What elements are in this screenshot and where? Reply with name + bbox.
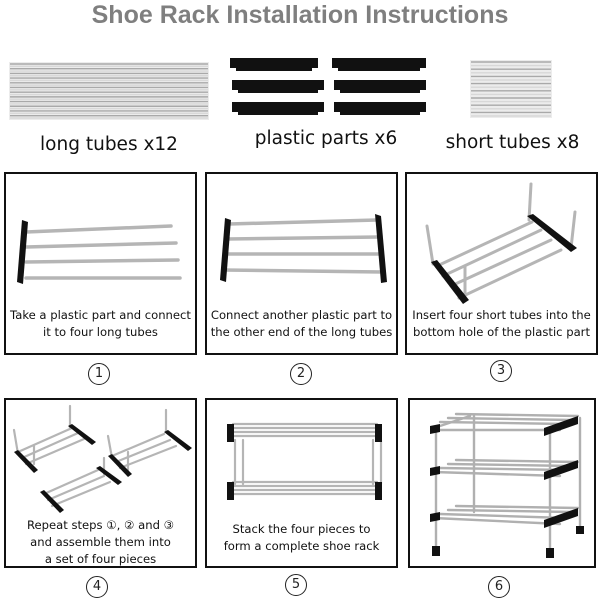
step-6-panel [408, 398, 596, 568]
step-2-panel: Connect another plastic part to the othe… [205, 172, 398, 355]
step-2-number: 2 [290, 363, 312, 385]
step-4-panel: Repeat steps ①, ② and ③ and assemble the… [4, 398, 197, 568]
step-5-caption-line-1: Stack the four pieces to [232, 522, 371, 536]
step-5-number: 5 [285, 574, 307, 596]
step-5-panel: Stack the four pieces to form a complete… [205, 398, 398, 568]
step-4-number: 4 [86, 576, 108, 598]
short-tubes-label: short tubes x8 [445, 132, 580, 153]
step-4-caption-line-1: Repeat steps ①, ② and ③ [26, 518, 175, 532]
step-2-caption-line-1: Connect another plastic part to [210, 308, 393, 322]
step-3-number: 3 [490, 360, 512, 382]
step-6-number: 6 [488, 576, 510, 598]
step-3-caption-line-1: Insert four short tubes into the [412, 308, 591, 322]
long-tubes-label: long tubes x12 [40, 134, 178, 155]
plastic-parts-label: plastic parts x6 [254, 128, 398, 149]
step-4-caption-line-2: and assemble them into [30, 535, 171, 549]
step-1-caption-line-2: it to four long tubes [43, 325, 158, 339]
long-tubes-illustration [9, 62, 209, 120]
step-1-number: 1 [88, 363, 110, 385]
page-title: Shoe Rack Installation Instructions [91, 1, 509, 29]
step-3-caption-line-2: bottom hole of the plastic part [413, 325, 590, 339]
step-5-caption-line-2: form a complete shoe rack [223, 539, 380, 553]
step-2-caption-line-2: the other end of the long tubes [210, 325, 393, 339]
short-tubes-illustration [470, 60, 552, 118]
step-4-caption-line-3: a set of four pieces [44, 552, 157, 566]
step-1-caption-line-1: Take a plastic part and connect [10, 308, 191, 322]
step-3-panel: Insert four short tubes into the bottom … [405, 172, 598, 355]
plastic-parts-illustration [226, 56, 436, 120]
step-1-panel: Take a plastic part and connect it to fo… [4, 172, 197, 355]
